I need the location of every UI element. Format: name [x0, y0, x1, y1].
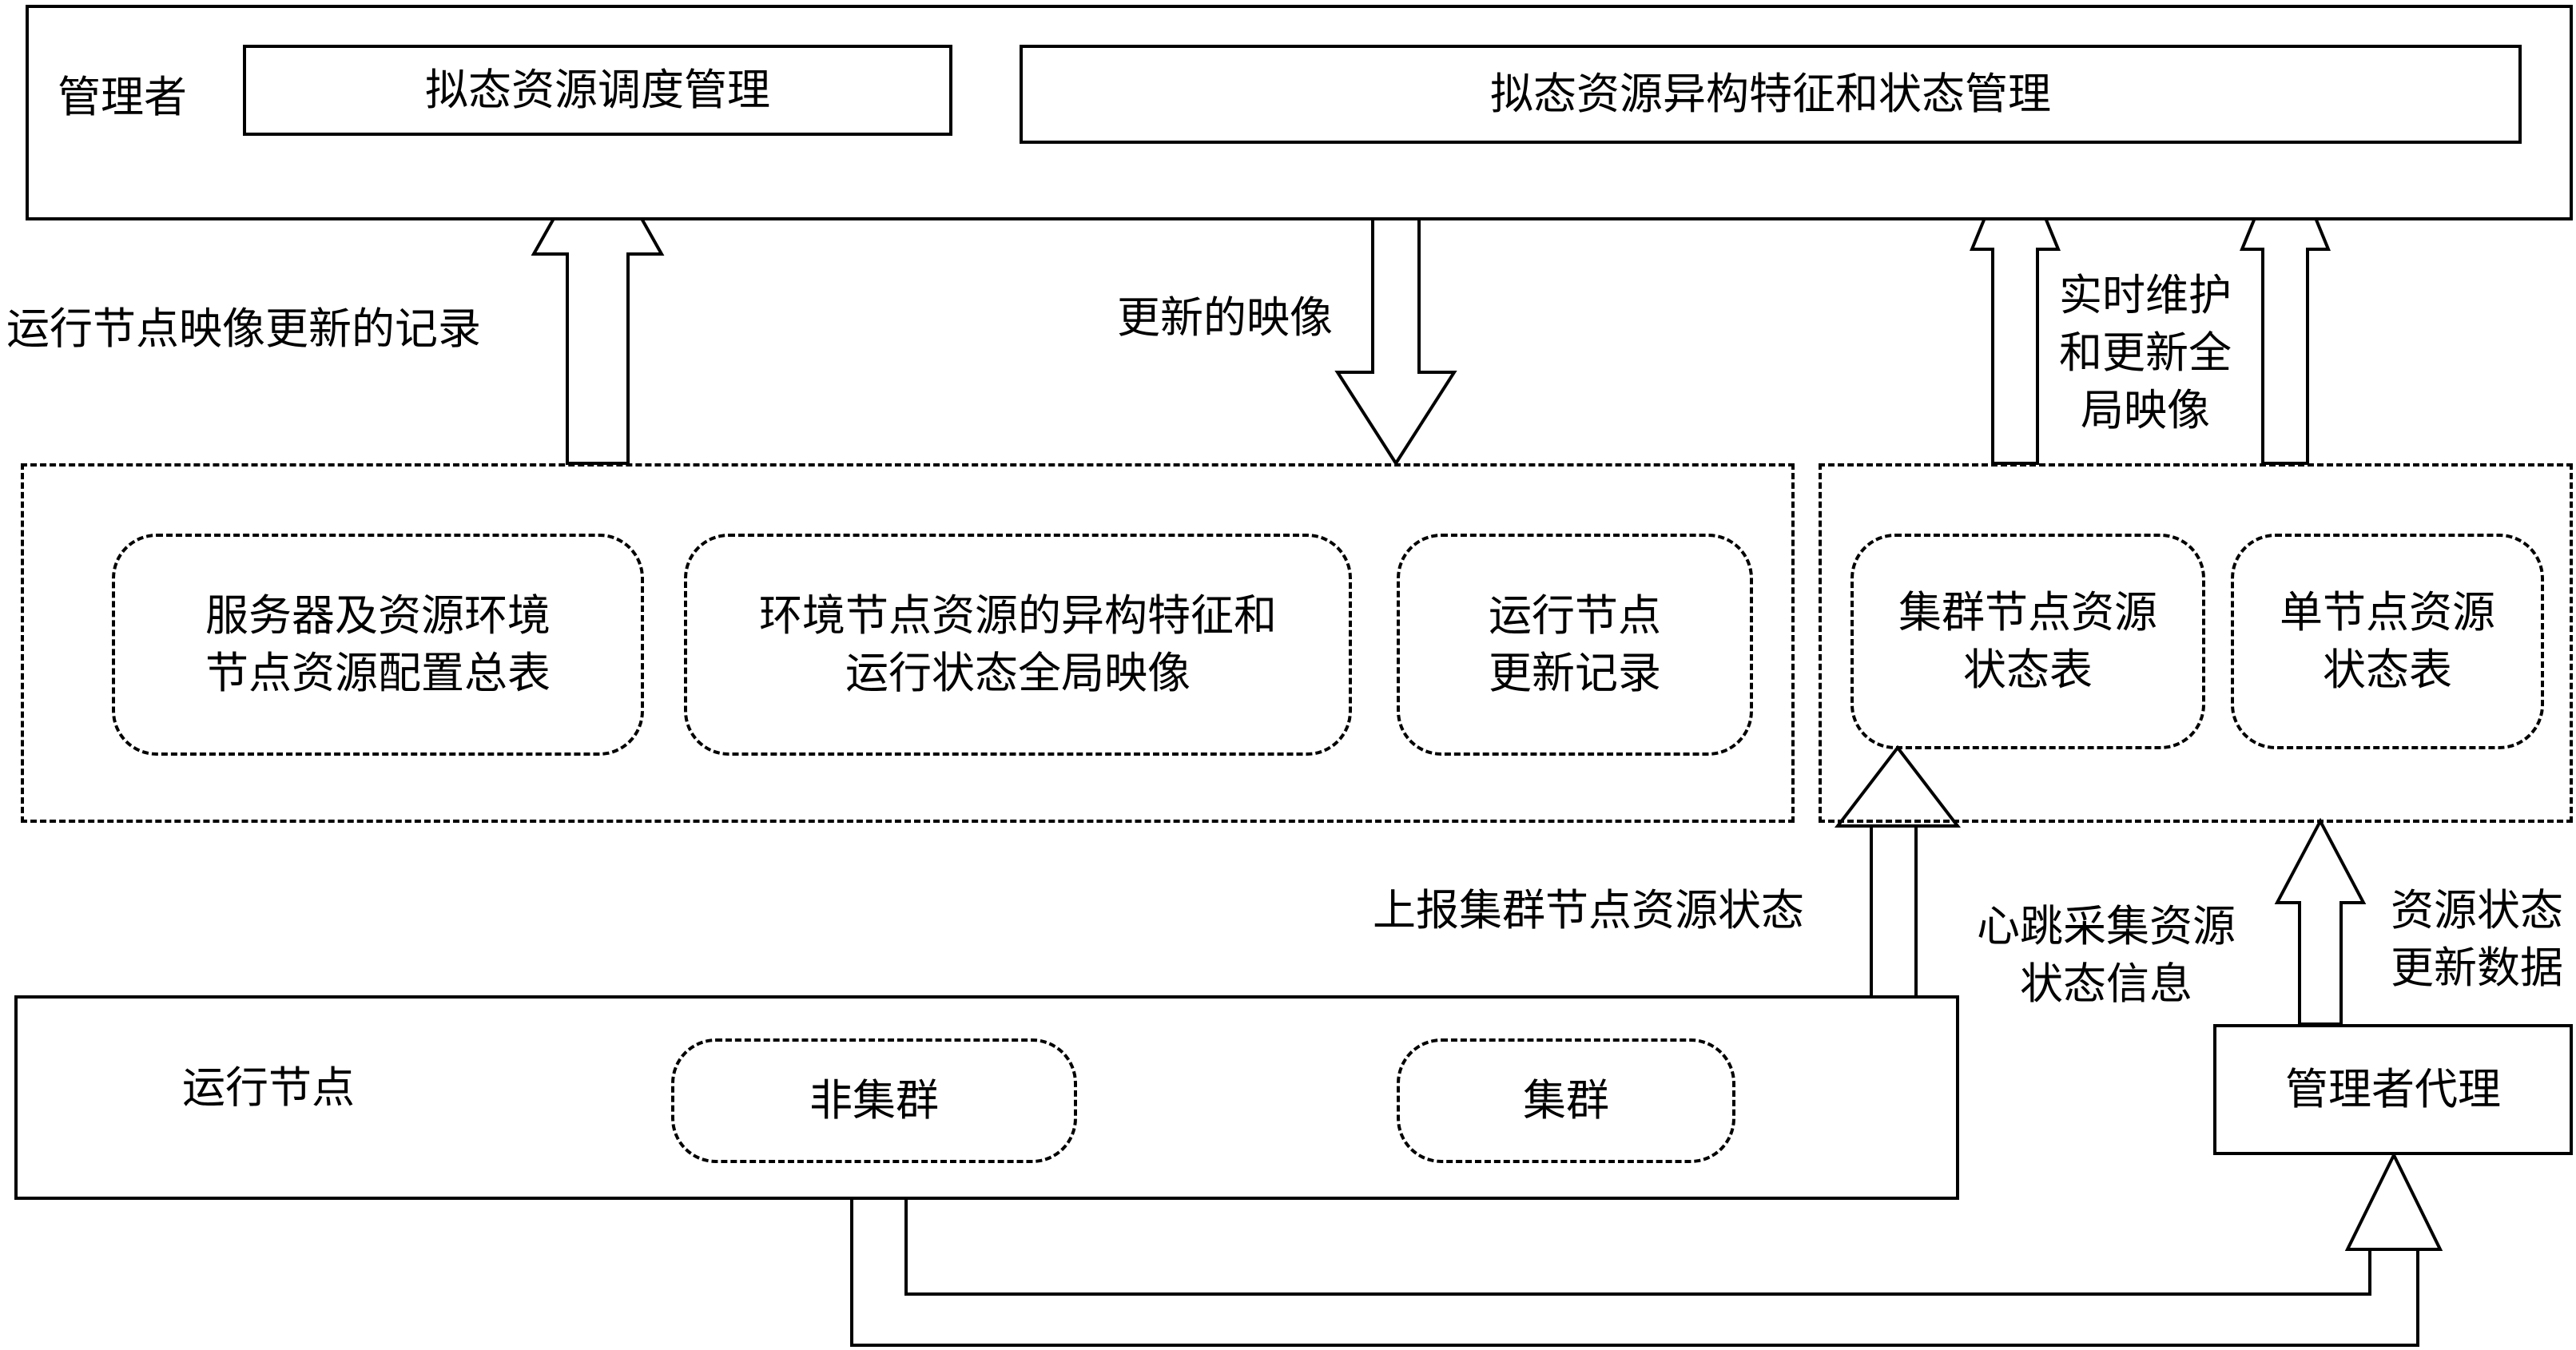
arrow-up-agent [2274, 817, 2367, 1026]
hetero-state-management-box: 拟态资源异构特征和状态管理 [1020, 45, 2522, 144]
manager-agent-box: 管理者代理 [2213, 1024, 2573, 1155]
run-node-record-table: 运行节点 更新记录 [1397, 534, 1753, 756]
schedule-management-label: 拟态资源调度管理 [425, 65, 770, 115]
heartbeat-loop-outer [850, 1163, 2419, 1347]
resource-update-label: 资源状态 更新数据 [2391, 885, 2563, 993]
right-storage-area [1819, 463, 2573, 823]
heartbeat-loop-inner [904, 1163, 2371, 1296]
run-nodes-label: 运行节点 [182, 1062, 355, 1113]
server-config-table: 服务器及资源环境 节点资源配置总表 [112, 534, 644, 756]
cluster-report-head [1834, 744, 1962, 828]
hetero-state-management-label: 拟态资源异构特征和状态管理 [1490, 69, 2051, 119]
non-cluster-node: 非集群 [671, 1038, 1077, 1163]
left-storage-area [21, 463, 1795, 823]
updated-image-label: 更新的映像 [1117, 292, 1333, 343]
schedule-management-box: 拟态资源调度管理 [243, 45, 952, 136]
arrow-up-heartbeat [2344, 1151, 2443, 1251]
single-node-state-table: 单节点资源 状态表 [2231, 534, 2544, 749]
cluster-node-state-table: 集群节点资源 状态表 [1851, 534, 2205, 749]
manager-label: 管理者 [58, 72, 187, 122]
cluster-node: 集群 [1397, 1038, 1735, 1163]
report-cluster-label: 上报集群节点资源状态 [1373, 885, 1804, 935]
global-image-table: 环境节点资源的异构特征和 运行状态全局映像 [684, 534, 1352, 756]
heartbeat-label: 心跳采集资源 状态信息 [1977, 901, 2236, 1009]
run-node-record-label: 运行节点映像更新的记录 [6, 304, 481, 354]
realtime-maintain-label: 实时维护 和更新全 局映像 [2059, 270, 2232, 435]
